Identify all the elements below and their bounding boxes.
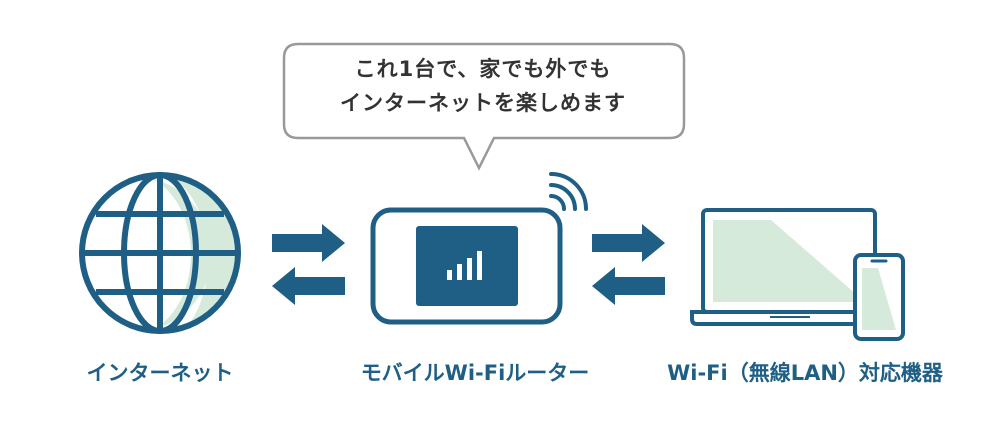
label-wifi-devices: Wi-Fi（無線LAN）対応機器 <box>667 361 943 385</box>
mobile-router-icon <box>370 207 563 325</box>
smartphone-icon <box>853 253 905 341</box>
speech-bubble-line-1: これ1台で、家でも外でも <box>354 57 612 81</box>
globe-icon <box>79 172 241 334</box>
speech-bubble-line-2: インターネットを楽しめます <box>340 91 626 115</box>
laptop-icon <box>690 208 890 326</box>
arrows-router-devices <box>592 224 665 305</box>
label-internet: インターネット <box>86 361 234 385</box>
wifi-signal-icon <box>549 172 588 211</box>
speech-bubble-text: これ1台で、家でも外でも インターネットを楽しめます <box>283 52 683 120</box>
arrows-internet-router <box>272 224 345 305</box>
label-mobile-router: モバイルWi-Fiルーター <box>360 361 590 385</box>
speech-bubble <box>282 42 686 171</box>
